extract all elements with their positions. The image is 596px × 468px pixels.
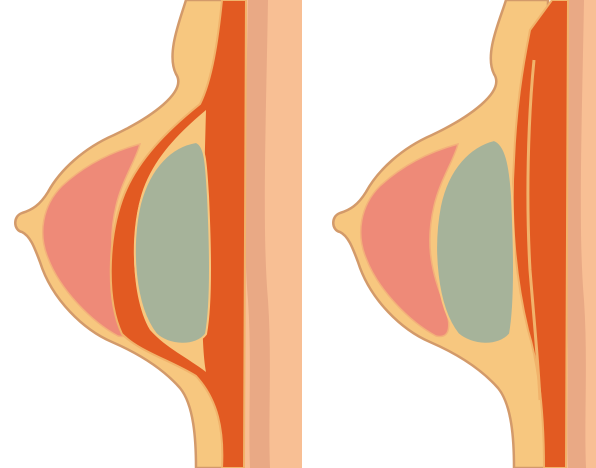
breast-implant-diagram [0, 0, 596, 468]
diagram-canvas [0, 0, 596, 468]
